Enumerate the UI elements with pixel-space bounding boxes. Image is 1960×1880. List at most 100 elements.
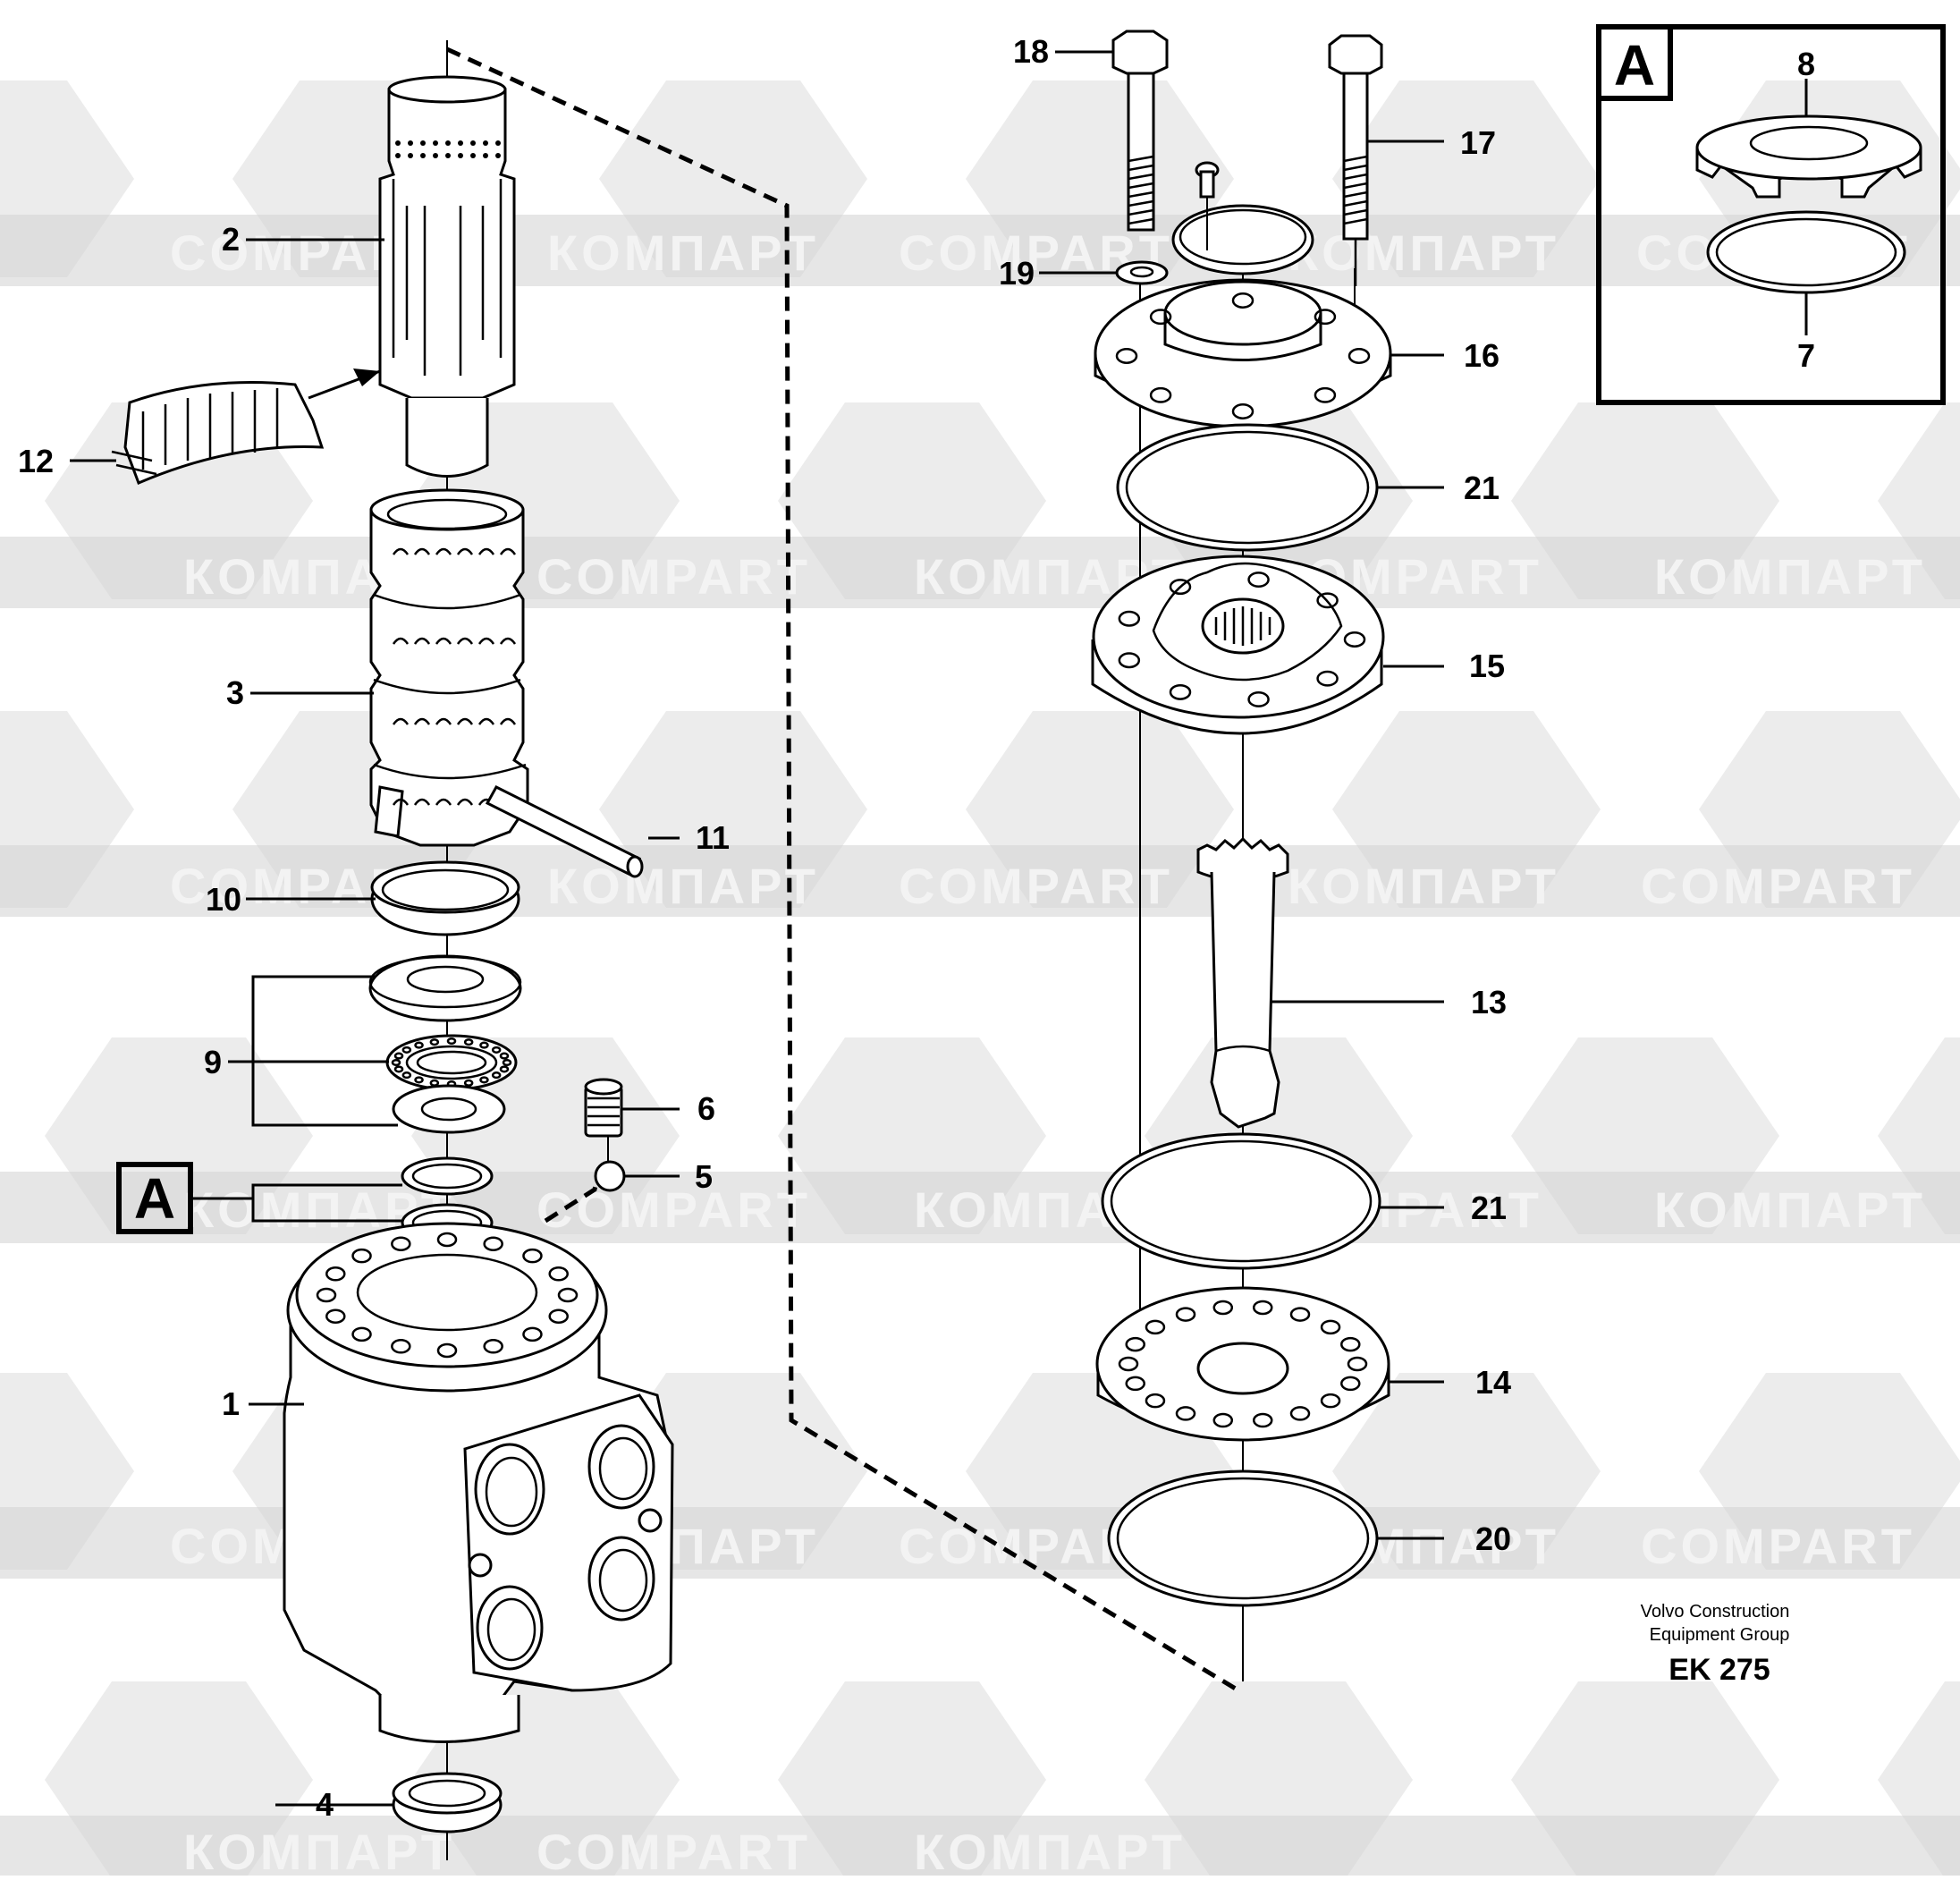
port-hole [522, 1326, 543, 1342]
watermark-text: КОМПАРТ [1288, 858, 1559, 914]
spool-hole [395, 153, 401, 158]
sleeve-port [413, 717, 431, 725]
bearing-roller [446, 1037, 457, 1046]
bolt-hole [1314, 309, 1337, 326]
port-hole [548, 1308, 569, 1324]
spool-hole [458, 153, 463, 158]
callout-9: 9 [204, 1044, 222, 1080]
callout-15: 15 [1469, 648, 1505, 684]
watermark-text: КОМПАРТ [183, 1824, 455, 1876]
callout-14: 14 [1475, 1364, 1511, 1401]
port-hole [1347, 1356, 1368, 1372]
sleeve-port [499, 637, 517, 645]
bearing-roller [393, 1052, 404, 1060]
port-hole [1175, 1406, 1196, 1421]
watermark-text: COMPART [1641, 858, 1915, 914]
callout-20: 20 [1475, 1520, 1511, 1557]
port-hole [522, 1248, 543, 1264]
bearing-roller [479, 1076, 489, 1084]
footer-line-1: Volvo Construction [1641, 1602, 1790, 1622]
bolt-hole [1316, 592, 1339, 609]
part-10-ring [370, 860, 520, 936]
port-hole [391, 1236, 411, 1251]
part-18-bolt [1111, 30, 1169, 232]
callout-labels: 2 12 3 11 10 9 6 5 1 4 18 19 17 16 21 15… [18, 33, 1511, 1823]
watermark-text: COMPART [899, 858, 1173, 914]
spool-hole [470, 153, 476, 158]
bearing-roller [499, 1052, 510, 1060]
bearing-roller [463, 1079, 474, 1087]
port-hole [557, 1287, 579, 1303]
bearing-roller [393, 1065, 404, 1073]
bearing-roller [491, 1071, 502, 1080]
port-hole [1320, 1393, 1341, 1409]
callout-19: 19 [999, 255, 1035, 292]
port-hole [548, 1266, 569, 1282]
callout-5: 5 [695, 1158, 713, 1195]
bearing-roller [479, 1041, 489, 1049]
bolt-hole [1231, 403, 1255, 419]
bearing-roller [414, 1041, 424, 1049]
watermark-text: COMPART [536, 548, 811, 605]
port-hole [1289, 1406, 1311, 1421]
callout-4: 4 [316, 1786, 334, 1823]
watermark-text: КОМПАРТ [1654, 548, 1926, 605]
port-hole [1320, 1319, 1341, 1335]
sleeve-port [499, 547, 517, 555]
detail-view-a: A 8 7 [1596, 24, 1946, 405]
watermark-text: КОМПАРТ [547, 858, 819, 914]
callout-18: 18 [1013, 33, 1049, 70]
spool-hole [433, 140, 438, 146]
sleeve-port [413, 798, 431, 806]
port-hole [316, 1287, 337, 1303]
sleeve-port [456, 547, 474, 555]
sleeve-port [456, 798, 474, 806]
part-16-end-cap [1094, 278, 1392, 428]
detail-reference-a: A [116, 1162, 402, 1234]
part-14-distributor-plate [1095, 1286, 1390, 1442]
watermark-text: КОМПАРТ [1288, 224, 1559, 281]
callout-12: 12 [18, 443, 54, 479]
part-2-spool [378, 75, 516, 478]
spool-hole [495, 140, 501, 146]
spool-hole [458, 140, 463, 146]
part-17-bolt [1328, 34, 1383, 286]
port-hole [1252, 1412, 1273, 1428]
watermark-text: КОМПАРТ [914, 1824, 1186, 1876]
watermark-banner [0, 537, 1960, 608]
watermark-text: COMPART [1641, 1518, 1915, 1574]
part-4-seal [392, 1772, 503, 1833]
callout-11: 11 [696, 819, 730, 856]
port-hole [391, 1339, 411, 1354]
diagram-code: EK 275 [1669, 1653, 1770, 1687]
spool-hole [483, 153, 488, 158]
port-hole [1252, 1300, 1273, 1316]
part-cover-plate [1171, 161, 1314, 275]
watermark-banner [0, 215, 1960, 286]
callout-13: 13 [1471, 984, 1507, 1020]
port-hole [1212, 1300, 1234, 1316]
port-hole [1212, 1412, 1234, 1428]
bolt-hole [1118, 652, 1141, 669]
part-21-oring-lower [1101, 1132, 1381, 1270]
part-7-oring [1706, 210, 1906, 294]
leader-lines [70, 50, 1444, 1807]
sleeve-port [392, 547, 410, 555]
part-12-springs [111, 368, 381, 485]
spool-hole [433, 153, 438, 158]
callout-3: 3 [226, 674, 244, 711]
spool-hole [445, 153, 451, 158]
spool-hole [470, 140, 476, 146]
part-21-oring-upper [1116, 423, 1379, 552]
watermark-text: COMPART [536, 1824, 811, 1876]
spool-hole [495, 153, 501, 158]
sleeve-port [413, 547, 431, 555]
callout-8: 8 [1797, 46, 1815, 82]
watermark-text: КОМПАРТ [1654, 1181, 1926, 1238]
port-hole [351, 1326, 372, 1342]
sleeve-port [477, 717, 495, 725]
part-3-sleeve [369, 488, 529, 847]
bolt-hole [1149, 309, 1172, 326]
port-hole [1340, 1336, 1361, 1352]
callout-1: 1 [222, 1385, 240, 1422]
